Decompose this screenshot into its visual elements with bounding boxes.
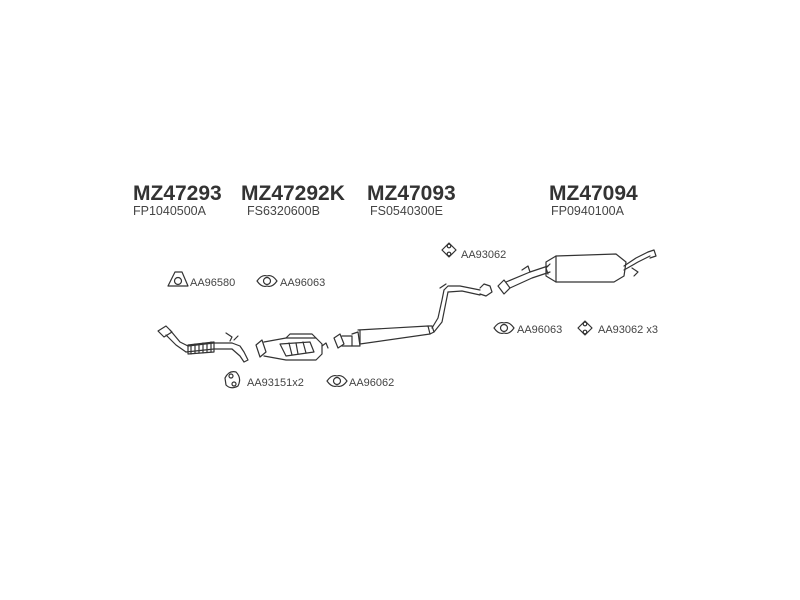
rubber-mount-icon <box>441 242 457 258</box>
front-pipe <box>157 325 249 363</box>
accessory-label-aa96063-right: AA96063 <box>517 324 563 336</box>
catalytic-converter <box>255 333 329 361</box>
rubber-mount-icon <box>224 371 241 389</box>
rear-silencer <box>497 249 657 295</box>
accessory-label-aa93062-x3: AA93062 x3 <box>598 324 658 336</box>
part-number-middle-silencer: MZ47093 <box>367 182 456 205</box>
middle-silencer <box>333 283 493 349</box>
gasket-icon <box>167 271 189 287</box>
part-number-catalytic-converter: MZ47292K <box>241 182 345 205</box>
ring-gasket-icon <box>493 321 515 335</box>
part-code-front-pipe: FP1040500A <box>133 204 206 218</box>
accessory-label-aa93062-top: AA93062 <box>461 249 507 261</box>
accessory-label-aa96062: AA96062 <box>349 377 395 389</box>
part-number-front-pipe: MZ47293 <box>133 182 222 205</box>
accessory-label-aa96063-left: AA96063 <box>280 277 326 289</box>
ring-gasket-icon <box>256 274 278 288</box>
part-code-middle-silencer: FS0540300E <box>370 204 443 218</box>
part-code-catalytic-converter: FS6320600B <box>247 204 320 218</box>
accessory-label-aa96580: AA96580 <box>190 277 236 289</box>
ring-gasket-icon <box>326 374 348 388</box>
rubber-mount-icon <box>577 320 593 336</box>
part-code-rear-silencer: FP0940100A <box>551 204 624 218</box>
part-number-rear-silencer: MZ47094 <box>549 182 638 205</box>
accessory-label-aa93151: AA93151x2 <box>247 377 304 389</box>
